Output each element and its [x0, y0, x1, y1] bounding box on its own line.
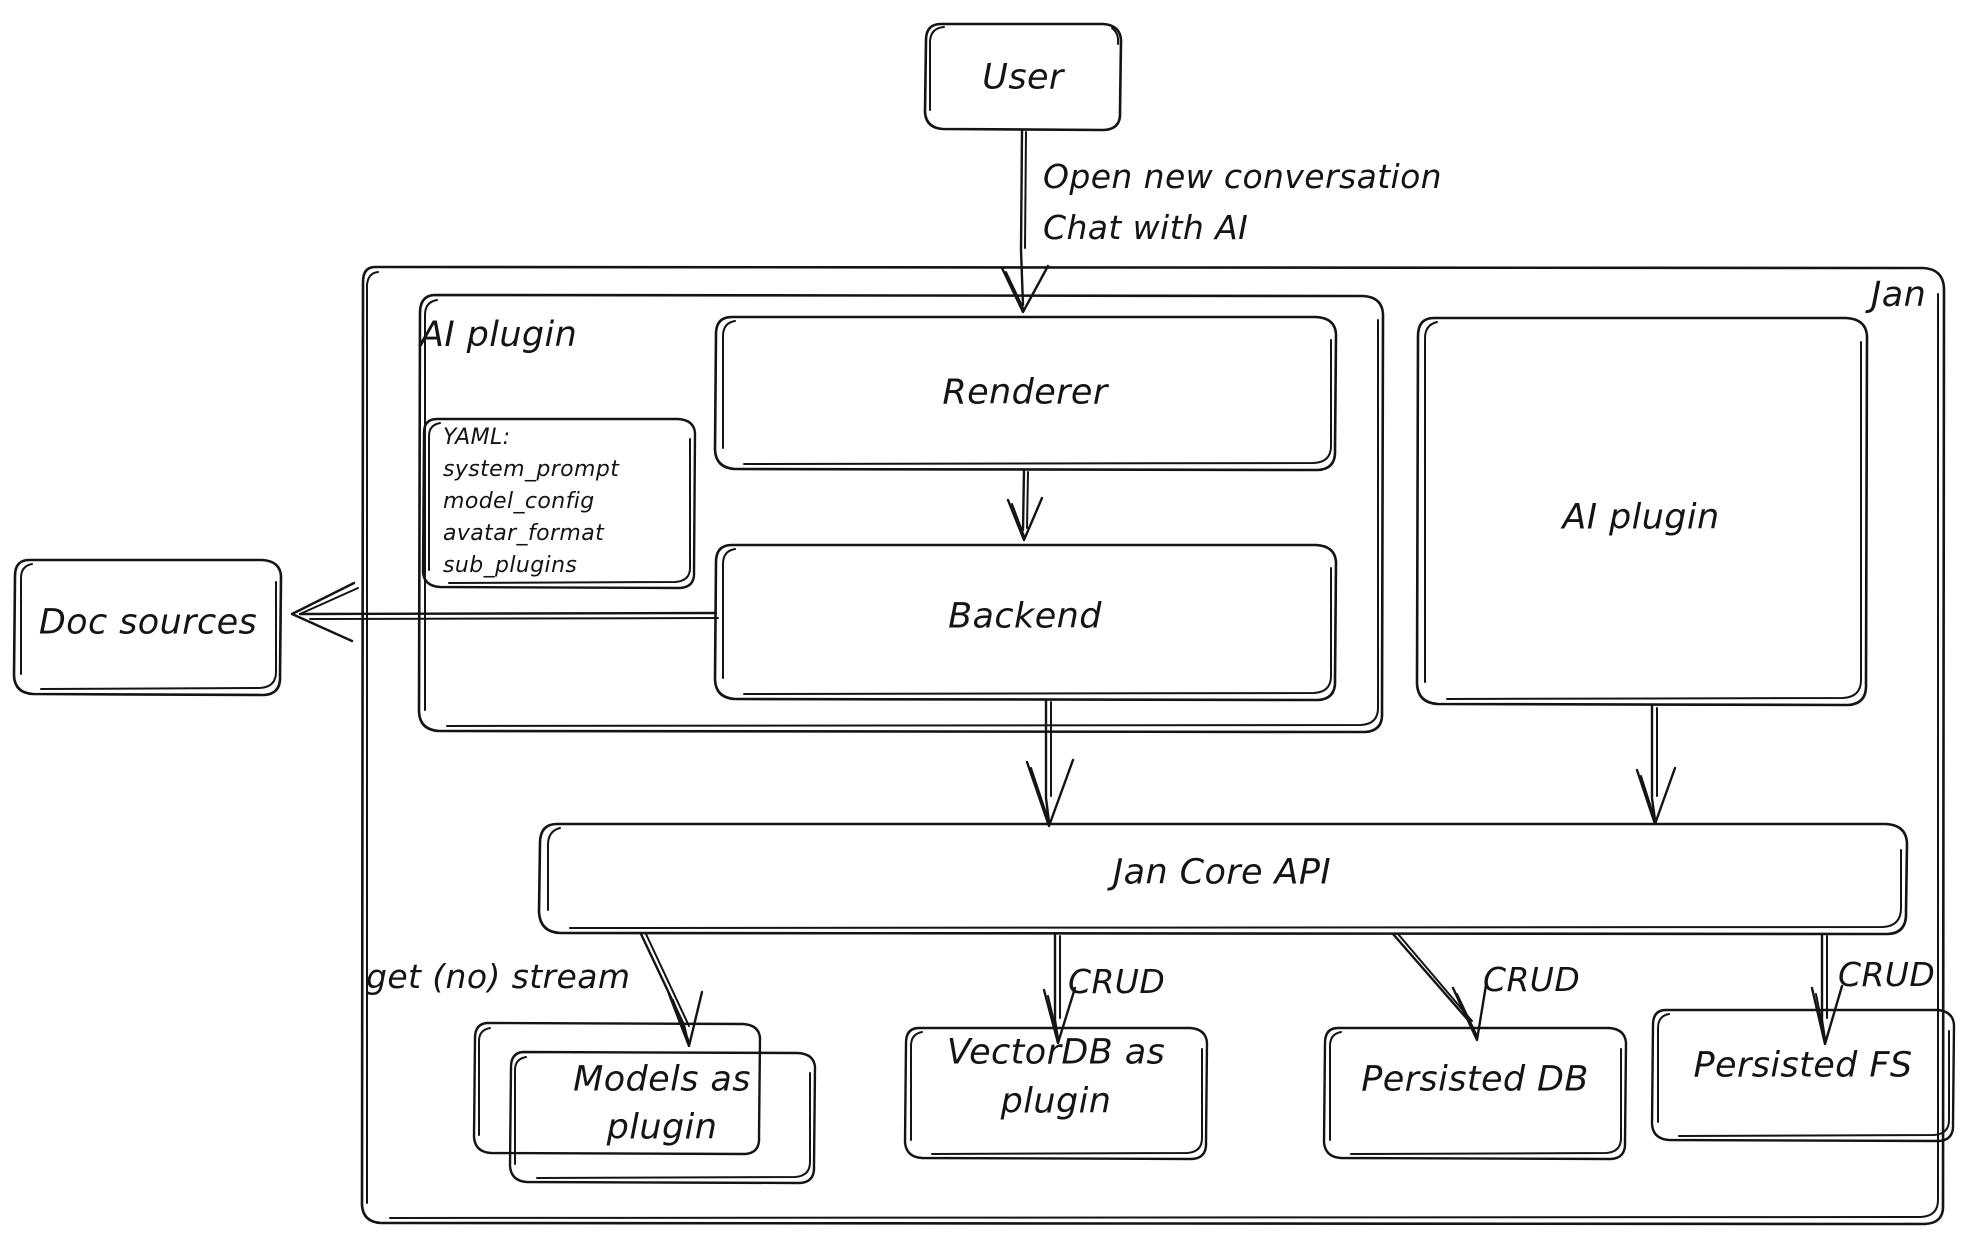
edge-core-to-persisted-db-label: CRUD — [1483, 960, 1581, 999]
doc-sources-node-shape[interactable] — [12, 558, 283, 697]
edge-core-to-models — [639, 932, 704, 1048]
ai-plugin-node-shape[interactable] — [1415, 316, 1869, 707]
user-node-shape[interactable] — [923, 22, 1123, 132]
edge-core-to-vectordb-label: CRUD — [1068, 962, 1166, 1001]
persisted-db-node-label: Persisted DB — [1361, 1059, 1589, 1100]
yaml-note-line-avatar-format: avatar_format — [443, 521, 605, 546]
jan-container-shape[interactable] — [360, 265, 1946, 1226]
edge-core-to-persisted-fs-label: CRUD — [1838, 955, 1936, 994]
edge-backend-to-core — [1025, 698, 1075, 828]
edge-user-to-renderer-label-line1: Open new conversation — [1043, 157, 1443, 196]
vectordb-plugin-node-shape[interactable] — [903, 1026, 1209, 1161]
renderer-node-shape[interactable] — [713, 315, 1338, 472]
renderer-node-label: Renderer — [942, 372, 1108, 413]
ai-plugin-node-label: AI plugin — [1562, 497, 1720, 538]
edge-core-to-persisted-fs — [1810, 932, 1844, 1046]
doc-sources-node-label: Doc sources — [38, 602, 258, 643]
jan-core-api-shape[interactable] — [537, 822, 1909, 936]
persisted-db-node-shape[interactable] — [1322, 1026, 1628, 1161]
vectordb-plugin-node-label-line2: plugin — [1000, 1081, 1112, 1122]
models-plugin-node-label-line2: plugin — [606, 1107, 718, 1148]
vectordb-plugin-node-label-line1: VectorDB as — [946, 1032, 1166, 1073]
yaml-note-line-system-prompt: system_prompt — [443, 457, 620, 482]
yaml-note-line-model-config: model_config — [443, 489, 595, 514]
edge-core-to-models-label: get (no) stream — [366, 957, 631, 996]
edge-user-to-renderer — [1000, 128, 1050, 314]
ai-plugin-group-label: AI plugin — [420, 315, 578, 355]
edge-aiplugin-to-core — [1635, 704, 1677, 826]
yaml-note-shape[interactable] — [421, 417, 697, 590]
models-plugin-node-label-line1: Models as — [573, 1059, 751, 1100]
jan-container-label: Jan — [1871, 275, 1927, 315]
persisted-fs-node-shape[interactable] — [1650, 1008, 1956, 1143]
backend-node-shape[interactable] — [713, 543, 1338, 702]
edge-user-to-renderer-label-line2: Chat with AI — [1043, 208, 1249, 247]
edge-renderer-to-backend — [1006, 468, 1044, 542]
user-node-label: User — [982, 57, 1064, 98]
edge-core-to-vectordb — [1042, 932, 1077, 1045]
jan-core-api-label: Jan Core API — [1112, 852, 1332, 893]
edge-core-to-persisted-db — [1391, 932, 1488, 1042]
backend-node-label: Backend — [948, 596, 1102, 637]
edge-backend-to-doc-sources — [290, 581, 719, 643]
yaml-note-line-sub-plugins: sub_plugins — [443, 553, 578, 578]
ai-plugin-group-shape[interactable] — [417, 293, 1385, 734]
models-plugin-node-shape[interactable] — [472, 1021, 817, 1185]
yaml-note-header: YAML: — [443, 425, 511, 450]
persisted-fs-node-label: Persisted FS — [1693, 1045, 1913, 1086]
